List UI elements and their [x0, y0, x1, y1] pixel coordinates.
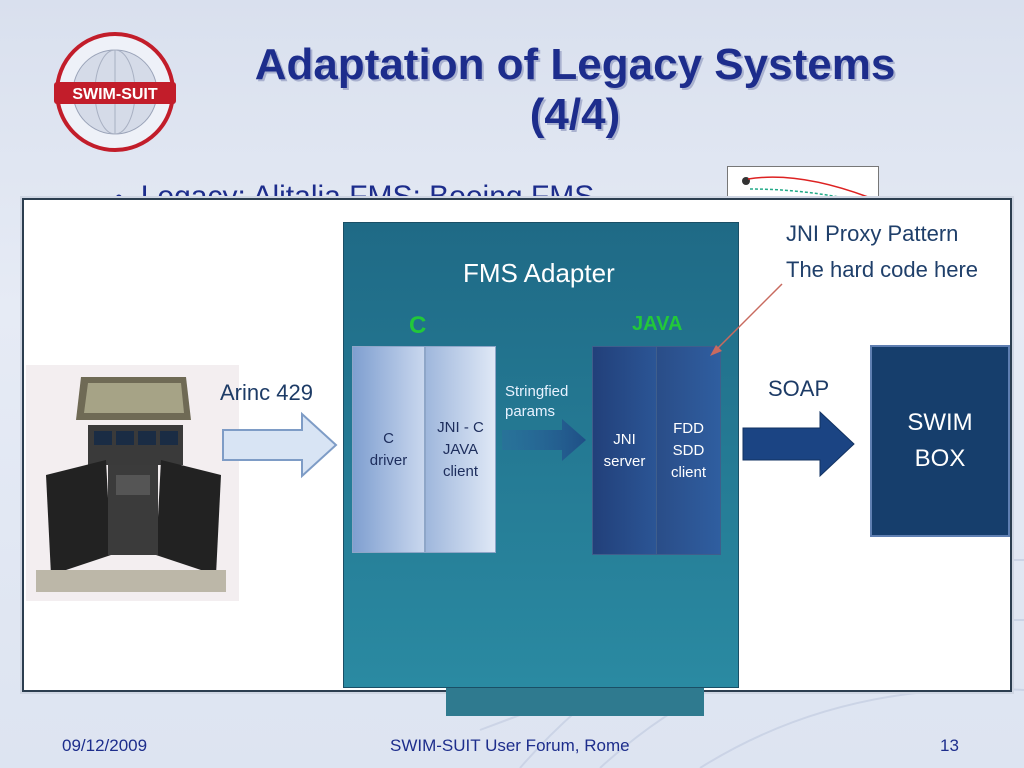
slide-title-line2: (4/4)	[529, 90, 621, 139]
callout-line2: The hard code here	[786, 257, 979, 282]
bullet-dot-icon: •	[115, 185, 123, 210]
jni-c-java-client-box: JNI - C JAVA client	[425, 346, 496, 553]
jni-server-label: JNI server	[603, 430, 646, 470]
arinc-429-label: Arinc 429	[220, 380, 313, 405]
stringfied-arrow-icon	[502, 419, 586, 461]
slide-title-line1: Adaptation of Legacy Systems	[254, 40, 896, 89]
swim-suit-logo: SWIM-SUIT	[54, 32, 176, 152]
callout-line1: JNI Proxy Pattern	[786, 221, 959, 246]
footer-date: 09/12/2009	[62, 736, 148, 755]
c-language-label: C	[409, 312, 427, 339]
slide-title: Adaptation of Legacy Systems (4/4)	[200, 40, 950, 140]
stringfied-params-label: Stringfied params	[505, 383, 569, 420]
footer-event: SWIM-SUIT User Forum, Rome	[390, 736, 630, 755]
cockpit-image	[26, 365, 239, 601]
footer-page-number: 13	[940, 736, 959, 755]
soap-arrow-icon	[742, 410, 855, 478]
jni-server-box: JNI server	[592, 346, 657, 555]
callout-pointer-icon	[710, 283, 783, 356]
adapter-title: FMS Adapter	[463, 258, 615, 288]
soap-label: SOAP	[768, 376, 830, 401]
swim-box: SWIM BOX	[870, 345, 1010, 537]
swim-box-label: SWIM BOX	[907, 409, 973, 472]
adapter-tail	[446, 686, 704, 716]
fdd-sdd-client-box: FDD SDD client	[656, 346, 721, 555]
arinc-arrow-icon	[222, 411, 338, 479]
c-driver-label: C driver	[369, 429, 408, 469]
logo-text: SWIM-SUIT	[72, 86, 158, 103]
c-driver-box: C driver	[352, 346, 425, 553]
fdd-sdd-client-label: FDD SDD client	[670, 419, 707, 481]
callout-text: JNI Proxy Pattern The hard code here	[786, 216, 978, 288]
java-language-label: JAVA	[632, 313, 683, 335]
jni-c-java-client-label: JNI - C JAVA client	[437, 418, 484, 480]
